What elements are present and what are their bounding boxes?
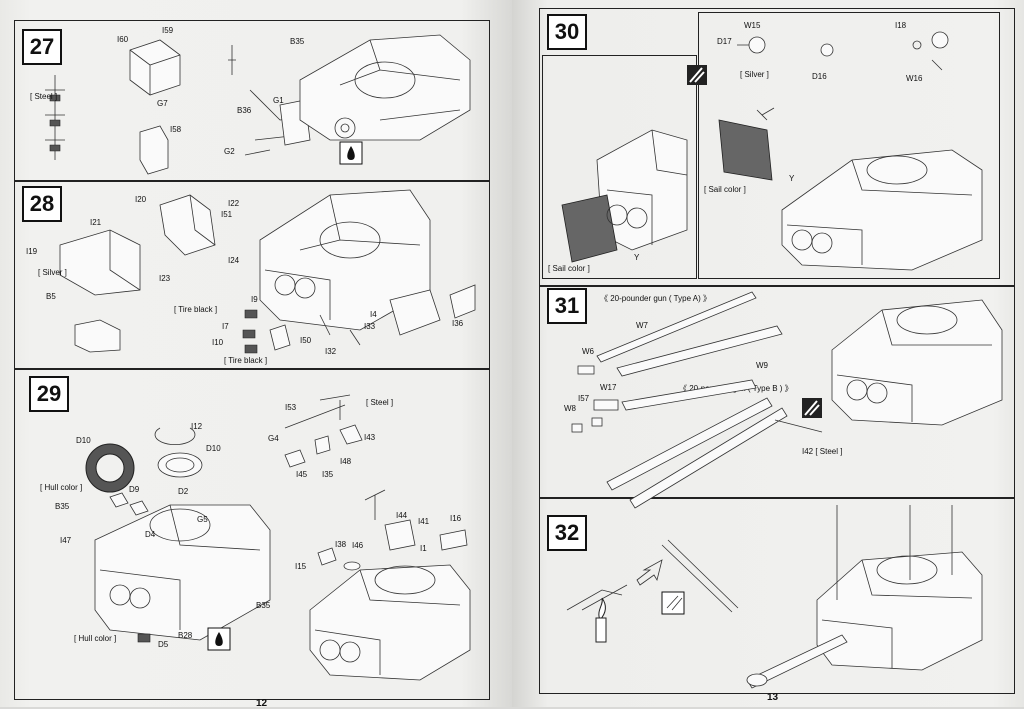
label-silver-28: [ Silver ] bbox=[38, 268, 67, 277]
label-sail-color-right: [ Sail color ] bbox=[704, 185, 746, 194]
label-y-right: Y bbox=[789, 174, 795, 183]
label-d2: D2 bbox=[178, 487, 189, 496]
divider-31-32 bbox=[539, 497, 1015, 499]
step-30-number: 30 bbox=[547, 14, 587, 50]
step-29-number: 29 bbox=[29, 376, 69, 412]
label-g5: G5 bbox=[197, 515, 208, 524]
step-32-number: 32 bbox=[547, 515, 587, 551]
label-i43: I43 bbox=[364, 433, 376, 442]
label-i42-steel: I42 [ Steel ] bbox=[802, 447, 843, 456]
label-d10-b: D10 bbox=[206, 444, 221, 453]
label-b36: B36 bbox=[237, 106, 252, 115]
label-silver-30: [ Silver ] bbox=[740, 70, 769, 79]
label-i16: I16 bbox=[450, 514, 462, 523]
label-w16: W16 bbox=[906, 74, 923, 83]
label-w15: W15 bbox=[744, 21, 761, 30]
label-w7: W7 bbox=[636, 321, 648, 330]
label-g4: G4 bbox=[268, 434, 279, 443]
step-28-number: 28 bbox=[22, 186, 62, 222]
label-i47: I47 bbox=[60, 536, 72, 545]
left-page: 27 [ Steel ] I60 I59 G7 I58 B35 bbox=[0, 0, 512, 709]
label-b35-29b: B35 bbox=[256, 601, 271, 610]
step-27-number: 27 bbox=[22, 29, 62, 65]
step-27-illustration bbox=[45, 34, 471, 175]
step-32-illustration bbox=[566, 505, 983, 689]
step-29-illustration bbox=[85, 394, 471, 681]
label-g2: G2 bbox=[224, 147, 235, 156]
label-sail-color-left: [ Sail color ] bbox=[548, 264, 590, 273]
label-d9: D9 bbox=[129, 485, 140, 494]
label-d16: D16 bbox=[812, 72, 827, 81]
label-i32: I32 bbox=[325, 347, 337, 356]
label-y-left: Y bbox=[634, 253, 640, 262]
label-i44: I44 bbox=[396, 511, 408, 520]
divider-30-31 bbox=[539, 285, 1015, 287]
label-i21: I21 bbox=[90, 218, 102, 227]
label-steel-27: [ Steel ] bbox=[30, 92, 58, 101]
label-i18: I18 bbox=[895, 21, 907, 30]
step-31-number: 31 bbox=[547, 288, 587, 324]
step-30-subframe-right bbox=[698, 12, 1000, 279]
label-i38: I38 bbox=[335, 540, 347, 549]
step-30-subframe-left bbox=[542, 55, 697, 279]
page-number-left: 12 bbox=[256, 698, 268, 709]
label-i60: I60 bbox=[117, 35, 129, 44]
label-i45: I45 bbox=[296, 470, 308, 479]
label-w17: W17 bbox=[600, 383, 617, 392]
label-i35: I35 bbox=[322, 470, 334, 479]
divider-28-29 bbox=[14, 368, 490, 370]
label-tire-black-b: [ Tire black ] bbox=[224, 356, 268, 365]
right-page-frame bbox=[539, 8, 1015, 694]
label-i4: I4 bbox=[370, 310, 377, 319]
label-hull-color-b: [ Hull color ] bbox=[74, 634, 117, 643]
label-b35: B35 bbox=[290, 37, 305, 46]
left-page-frame bbox=[14, 20, 490, 700]
label-d10-a: D10 bbox=[76, 436, 91, 445]
step-30-illustration bbox=[561, 31, 983, 271]
label-i22: I22 bbox=[228, 199, 240, 208]
gun-type-a-title: 《 20-pounder gun ( Type A) 》 bbox=[600, 294, 712, 303]
step-31-illustration bbox=[571, 291, 1003, 509]
label-i50: I50 bbox=[300, 336, 312, 345]
label-i9: I9 bbox=[251, 295, 258, 304]
label-i7: I7 bbox=[222, 322, 229, 331]
label-i46: I46 bbox=[352, 541, 364, 550]
label-d17: D17 bbox=[717, 37, 732, 46]
label-d5: D5 bbox=[158, 640, 169, 649]
label-i41: I41 bbox=[418, 517, 430, 526]
divider-27-28 bbox=[14, 180, 490, 182]
label-d4: D4 bbox=[145, 530, 156, 539]
label-i23: I23 bbox=[159, 274, 171, 283]
label-i19: I19 bbox=[26, 247, 38, 256]
label-i10: I10 bbox=[212, 338, 224, 347]
label-i48: I48 bbox=[340, 457, 352, 466]
label-i33: I33 bbox=[364, 322, 376, 331]
label-i36: I36 bbox=[452, 319, 464, 328]
label-i59: I59 bbox=[162, 26, 174, 35]
label-g7: G7 bbox=[157, 99, 168, 108]
label-i1: I1 bbox=[420, 544, 427, 553]
label-g1: G1 bbox=[273, 96, 284, 105]
label-steel-29: [ Steel ] bbox=[366, 398, 394, 407]
label-i57: I57 bbox=[578, 394, 590, 403]
label-i51: I51 bbox=[221, 210, 233, 219]
label-i24: I24 bbox=[228, 256, 240, 265]
label-i15: I15 bbox=[295, 562, 307, 571]
label-i58: I58 bbox=[170, 125, 182, 134]
right-page: 30 W15 I18 D17 [ Silver ] D16 W16 bbox=[512, 0, 1024, 707]
label-b5: B5 bbox=[46, 292, 56, 301]
label-i12: I12 bbox=[191, 422, 203, 431]
label-b35-29a: B35 bbox=[55, 502, 70, 511]
label-i20: I20 bbox=[135, 195, 147, 204]
label-hull-color-a: [ Hull color ] bbox=[40, 483, 83, 492]
label-w6: W6 bbox=[582, 347, 594, 356]
label-w8: W8 bbox=[564, 404, 576, 413]
page-number-right: 13 bbox=[767, 692, 779, 703]
label-w9: W9 bbox=[756, 361, 768, 370]
label-i53: I53 bbox=[285, 403, 297, 412]
step-28-illustration bbox=[59, 189, 476, 354]
label-b28: B28 bbox=[178, 631, 193, 640]
label-tire-black-a: [ Tire black ] bbox=[174, 305, 218, 314]
